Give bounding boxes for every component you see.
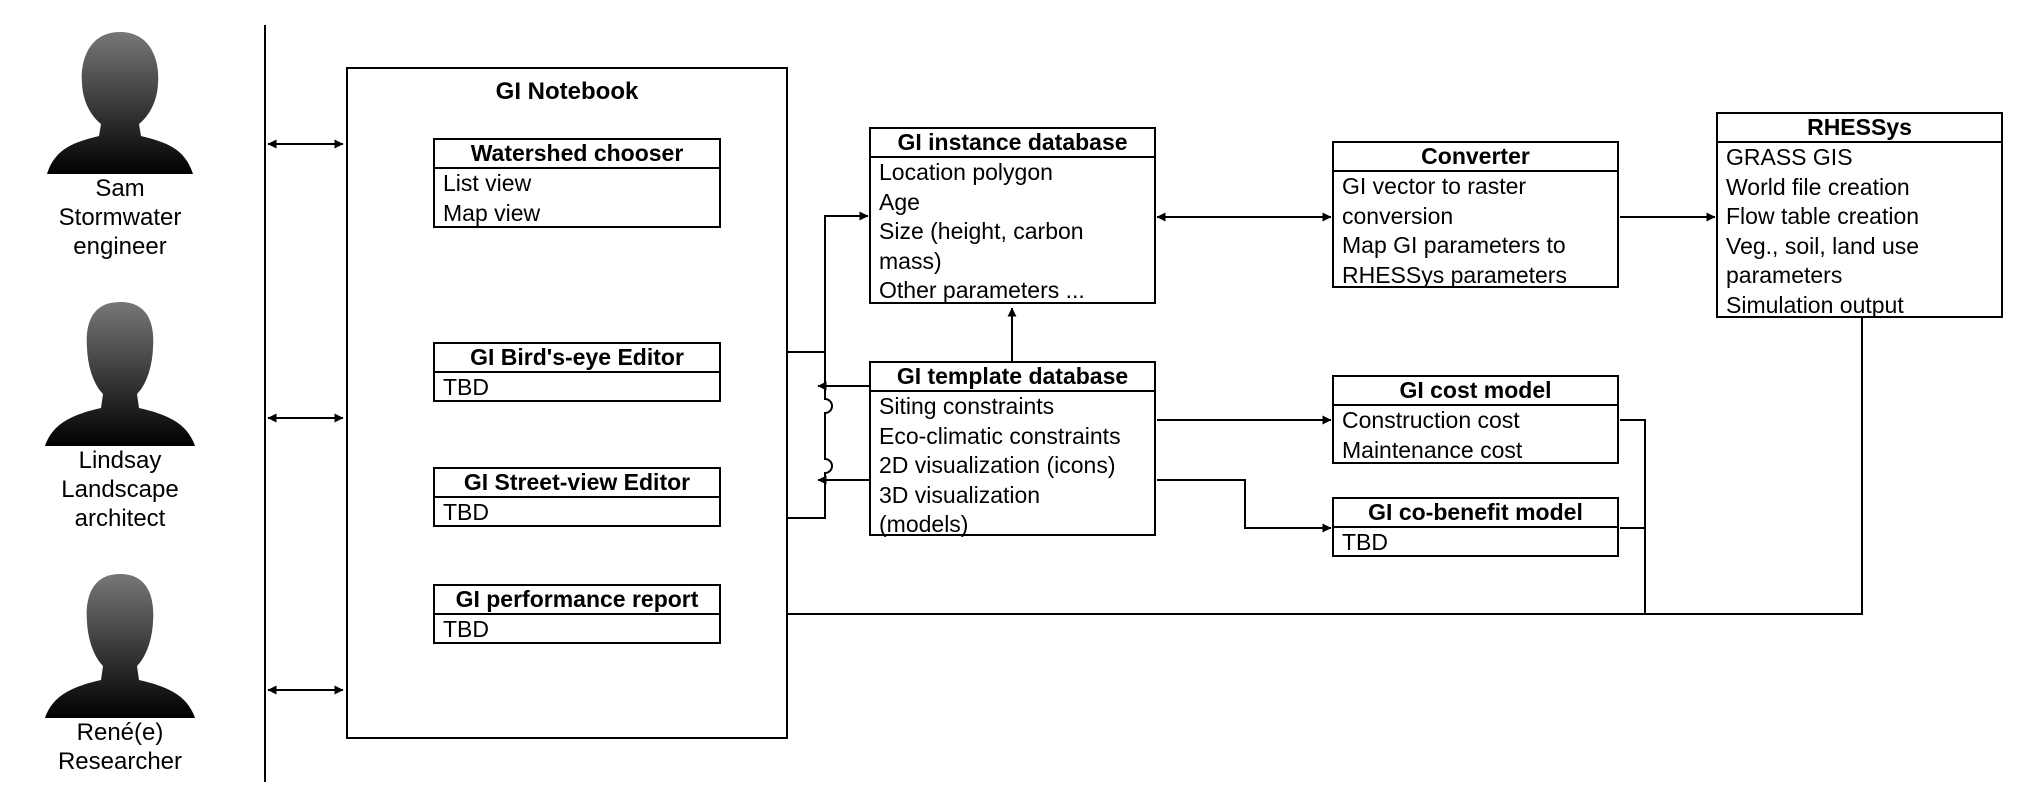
cobenefit-model-box: GI co-benefit model TBD <box>1332 497 1619 557</box>
actor-name: Lindsay <box>78 447 162 474</box>
converter-item: RHESSys parameters <box>1342 261 1567 288</box>
actor-name: Sam <box>95 175 145 202</box>
birdseye-editor-box: GI Bird's-eye Editor TBD <box>433 342 721 402</box>
gi-notebook-title: GI Notebook <box>495 78 639 105</box>
converter-box: Converter GI vector to raster conversion… <box>1332 141 1619 288</box>
actor-renee: René(e) Researcher <box>10 568 230 776</box>
instance-database-item: Size (height, carbon <box>879 218 1084 244</box>
person-silhouette-icon <box>45 574 195 718</box>
rhessys-title: RHESSys <box>1718 114 2001 143</box>
rhessys-item: Veg., soil, land use <box>1726 232 1920 259</box>
rhessys-box: RHESSys GRASS GIS World file creation Fl… <box>1716 112 2003 318</box>
performance-report-title: GI performance report <box>435 586 719 615</box>
performance-report-box: GI performance report TBD <box>433 584 721 644</box>
editors-bus-line <box>824 352 833 494</box>
template-database-item: (models) <box>879 511 969 537</box>
list-view-item: List view <box>443 170 532 196</box>
template-database-item: 3D visualization <box>879 481 1041 508</box>
instance-database-box: GI instance database Location polygon Ag… <box>869 127 1156 304</box>
actor-sam: Sam Stormwater engineer <box>10 24 230 261</box>
rhessys-item: Simulation output <box>1726 291 1904 318</box>
rhessys-item: Flow table creation <box>1726 203 1920 229</box>
instance-database-item: Other parameters ... <box>879 277 1085 303</box>
converter-title: Converter <box>1334 143 1617 172</box>
rhessys-item: parameters <box>1726 262 1843 288</box>
template-database-box: GI template database Siting constraints … <box>869 361 1156 537</box>
template-database-item: Eco-climatic constraints <box>879 422 1121 449</box>
instance-database-item: mass) <box>879 247 942 274</box>
performance-report-item: TBD <box>443 616 489 642</box>
cost-model-item: Construction cost <box>1342 407 1520 433</box>
actor-role-line2: engineer <box>73 233 167 260</box>
cost-model-title: GI cost model <box>1334 377 1617 406</box>
actor-lindsay: Lindsay Landscape architect <box>10 296 230 533</box>
actor-role-line1: Researcher <box>57 748 183 775</box>
template-database-title: GI template database <box>871 363 1154 392</box>
watershed-chooser-title: Watershed chooser <box>435 140 719 169</box>
map-view-item: Map view <box>443 199 541 226</box>
instance-database-item: Location polygon <box>879 159 1053 185</box>
birdseye-editor-item: TBD <box>443 374 489 400</box>
rhessys-item: World file creation <box>1726 173 1910 200</box>
streetview-editor-box: GI Street-view Editor TBD <box>433 467 721 527</box>
cost-to-report-line <box>1620 419 1646 614</box>
person-silhouette-icon <box>47 32 193 174</box>
actor-name: René(e) <box>76 719 164 746</box>
streetview-editor-title: GI Street-view Editor <box>435 469 719 498</box>
instance-database-title: GI instance database <box>871 129 1154 158</box>
cobenefit-model-item: TBD <box>1342 529 1388 555</box>
converter-item: conversion <box>1342 202 1454 229</box>
converter-item: Map GI parameters to <box>1342 232 1566 258</box>
birdseye-editor-title: GI Bird's-eye Editor <box>435 344 719 373</box>
cobenefit-model-title: GI co-benefit model <box>1334 499 1617 528</box>
template-database-item: Siting constraints <box>879 393 1055 419</box>
instance-database-item: Age <box>879 188 920 215</box>
watershed-chooser-box: Watershed chooser List view Map view <box>433 138 721 228</box>
cost-model-box: GI cost model Construction cost Maintena… <box>1332 375 1619 464</box>
converter-item: GI vector to raster <box>1342 173 1527 199</box>
person-silhouette-icon <box>45 302 195 446</box>
rhessys-to-performance-arrow <box>722 318 1863 619</box>
rhessys-item: GRASS GIS <box>1726 144 1853 170</box>
streetview-editor-item: TBD <box>443 499 489 525</box>
cost-model-item: Maintenance cost <box>1342 436 1523 463</box>
template-database-item: 2D visualization (icons) <box>879 452 1116 478</box>
template-to-cobenefit-arrow <box>1157 479 1332 533</box>
actor-role-line1: Landscape <box>61 476 179 503</box>
actor-role-line2: architect <box>74 505 166 532</box>
actor-role-line1: Stormwater <box>58 204 182 231</box>
